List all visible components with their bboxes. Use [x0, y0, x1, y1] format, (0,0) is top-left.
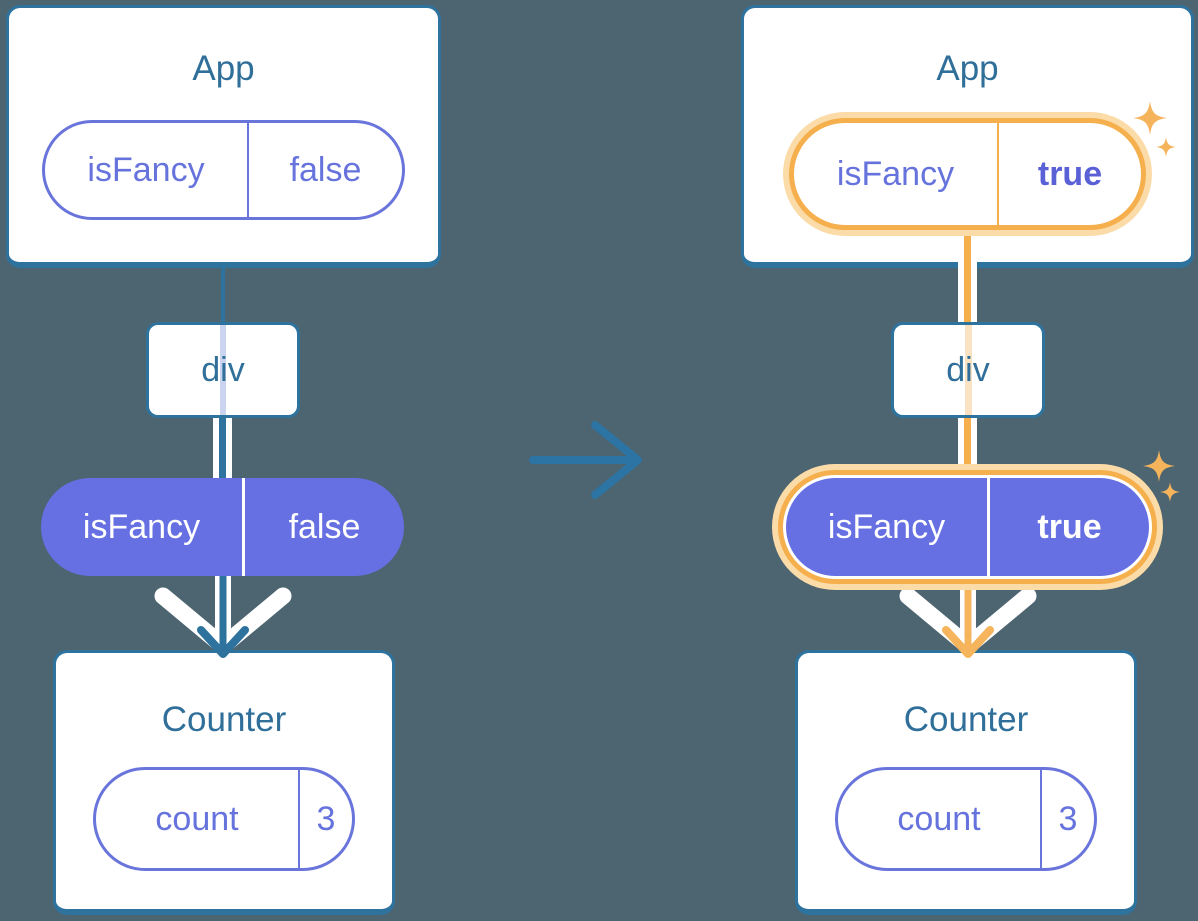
prop-value: true	[1037, 154, 1103, 193]
div-label: div	[946, 350, 990, 389]
sparkle-icon	[1160, 482, 1180, 502]
prop-name: isFancy	[794, 123, 999, 225]
div-node-before: div	[146, 322, 300, 418]
state-pill: count 3	[93, 767, 355, 871]
sparkle-icon	[1143, 450, 1175, 482]
props-flow-line	[958, 416, 977, 482]
counter-card-before: Counter count 3	[53, 650, 395, 915]
flow-trace-line	[964, 325, 972, 415]
state-pill: count 3	[835, 767, 1097, 871]
transition-arrow-icon	[529, 421, 642, 499]
passed-prop-pill-before: isFancy false	[41, 478, 404, 576]
component-title: Counter	[903, 700, 1029, 739]
flow-trace-line	[220, 325, 226, 415]
app-card-after: App isFancy true	[741, 5, 1194, 268]
passed-prop-pill-after-highlighted: isFancy true	[778, 470, 1157, 584]
props-arrow-down-icon	[899, 570, 1037, 658]
component-title: Counter	[161, 700, 287, 739]
component-title: App	[936, 49, 999, 88]
props-arrow-down-icon	[154, 570, 292, 658]
prop-name: isFancy	[41, 478, 245, 576]
prop-name: isFancy	[45, 123, 249, 217]
sparkle-icon	[1156, 137, 1176, 157]
prop-pill-highlighted: isFancy true	[789, 118, 1146, 230]
prop-value: true	[1037, 507, 1102, 546]
counter-card-after: Counter count 3	[795, 650, 1137, 915]
prop-pill: isFancy false	[42, 120, 405, 220]
state-name: count	[838, 770, 1042, 868]
component-title: App	[192, 49, 255, 88]
sparkle-icon	[1133, 101, 1167, 135]
div-label: div	[201, 350, 245, 389]
prop-value: false	[288, 507, 361, 546]
props-flow-line	[213, 416, 232, 482]
passed-prop-pill: isFancy true	[786, 478, 1149, 576]
tree-edge-line	[221, 266, 225, 324]
prop-value: false	[289, 150, 362, 189]
state-name: count	[96, 770, 300, 868]
prop-name: isFancy	[786, 478, 990, 576]
app-card-before: App isFancy false	[6, 5, 441, 268]
state-value: 3	[1058, 799, 1078, 838]
state-value: 3	[316, 799, 336, 838]
props-flow-line	[964, 236, 971, 324]
div-node-after: div	[891, 322, 1045, 418]
